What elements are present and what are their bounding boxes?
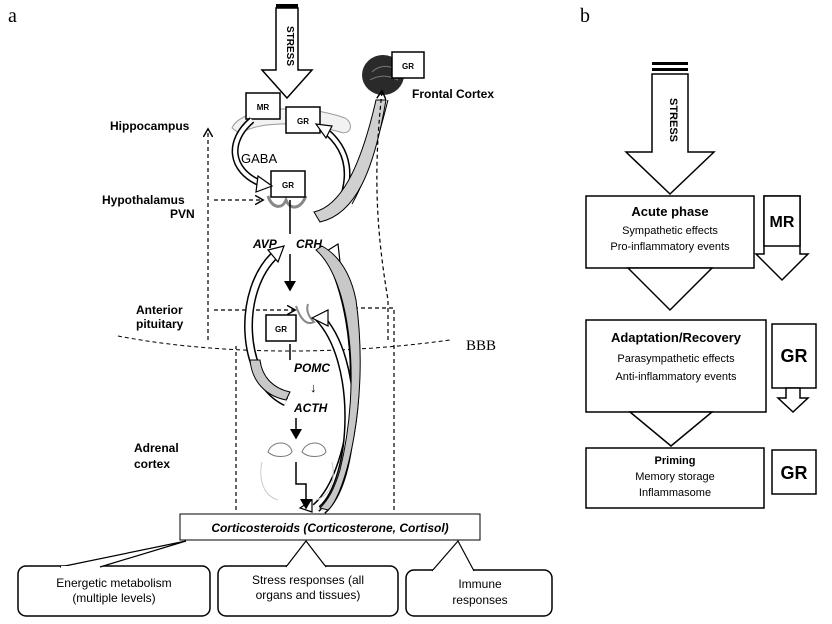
hippocampus-label: Hippocampus xyxy=(110,119,190,133)
stress-responses-line1: Stress responses (all xyxy=(252,573,364,587)
cortex-label: cortex xyxy=(134,457,170,471)
mr-arrow-b: MR xyxy=(754,195,810,282)
mr-receptor-box: MR xyxy=(245,92,281,120)
priming-line2: Inflammasome xyxy=(639,487,711,499)
stress-arrow-a: STRESS xyxy=(260,4,314,100)
bbb-line xyxy=(117,335,451,352)
hypothalamus-icon xyxy=(266,195,308,209)
acute-line1: Sympathetic effects xyxy=(622,225,718,237)
stress-responses-line2: organs and tissues) xyxy=(256,588,361,602)
gr-box-b: GR xyxy=(771,449,817,495)
panel-a: a STRESS MR GR GR Frontal Cortex Hippoca… xyxy=(8,4,553,617)
energetic-line2: (multiple levels) xyxy=(72,591,155,605)
acute-line2: Pro-inflammatory events xyxy=(610,241,730,253)
pvn-label: PVN xyxy=(170,207,195,221)
gaba-label: GABA xyxy=(241,151,277,166)
priming-line1: Memory storage xyxy=(635,471,714,483)
crh-label: CRH xyxy=(296,237,322,251)
panel-b-label: b xyxy=(580,5,590,27)
adrenal-icon xyxy=(260,442,334,501)
pomc-arrow: ↓ xyxy=(310,380,317,395)
frontal-cortex-label: Frontal Cortex xyxy=(412,87,494,101)
stress-label-a: STRESS xyxy=(284,26,295,66)
gr-receptor-hippocampus: GR xyxy=(285,106,321,134)
acth-label: ACTH xyxy=(293,401,328,415)
gr-arrow-b: GR xyxy=(771,323,817,414)
panel-a-label: a xyxy=(8,5,17,27)
pituitary-icon xyxy=(295,303,316,324)
gr-label-hippocampus: GR xyxy=(297,117,309,126)
gr-label-cortex: GR xyxy=(402,62,414,71)
gr-receptor-hypothalamus: GR xyxy=(270,170,306,198)
mr-label-b: MR xyxy=(770,214,795,231)
corticosteroids-label: Corticosteroids (Corticosterone, Cortiso… xyxy=(211,521,448,535)
gr-label-hypothalamus: GR xyxy=(282,181,294,190)
acute-phase-box: Acute phase Sympathetic effects Pro-infl… xyxy=(585,195,755,269)
bbb-label: BBB xyxy=(466,338,496,354)
energetic-line1: Energetic metabolism xyxy=(56,576,171,590)
adaptation-title: Adaptation/Recovery xyxy=(611,330,742,345)
adapt-line2: Anti-inflammatory events xyxy=(615,371,737,383)
panel-b: b STRESS Acute phase Sympathetic effects… xyxy=(580,5,817,509)
priming-box: Priming Memory storage Inflammasome xyxy=(585,447,765,509)
priming-title: Priming xyxy=(655,455,696,467)
avp-label: AVP xyxy=(252,237,278,251)
pomc-label: POMC xyxy=(294,361,330,375)
immune-line1: Immune xyxy=(458,577,502,591)
gr-label-b: GR xyxy=(781,346,808,366)
acute-phase-title: Acute phase xyxy=(631,204,708,219)
stress-label-b: STRESS xyxy=(667,98,679,142)
energetic-callout: Energetic metabolism (multiple levels) xyxy=(17,540,211,617)
gr-receptor-cortex: GR xyxy=(391,51,425,79)
immune-callout: Immune responses xyxy=(405,539,553,617)
adapt-line1: Parasympathetic effects xyxy=(617,353,735,365)
anterior-label: Anterior xyxy=(136,303,183,317)
adrenal-label: Adrenal xyxy=(134,441,179,455)
stress-responses-callout: Stress responses (all organs and tissues… xyxy=(217,540,399,617)
hypothalamus-label: Hypothalamus xyxy=(102,193,185,207)
pituitary-label: pituitary xyxy=(136,317,184,331)
adaptation-box: Adaptation/Recovery Parasympathetic effe… xyxy=(585,319,767,413)
corticosteroids-box: Corticosteroids (Corticosterone, Cortiso… xyxy=(179,513,481,541)
stress-arrow-b: STRESS xyxy=(624,62,716,196)
gr-label-pituitary: GR xyxy=(275,325,287,334)
immune-line2: responses xyxy=(452,593,507,607)
gr2-label-b: GR xyxy=(781,463,808,483)
mr-label: MR xyxy=(257,103,270,112)
gr-receptor-pituitary: GR xyxy=(265,314,297,342)
